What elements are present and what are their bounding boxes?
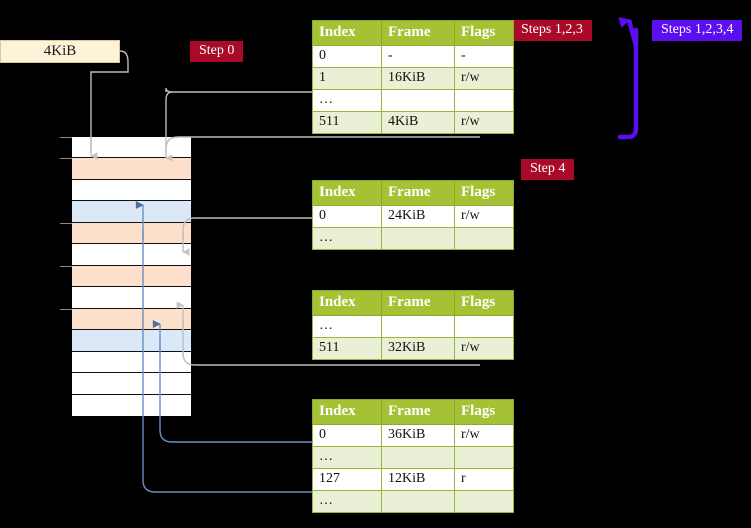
memory-tick-6: [60, 265, 72, 267]
memory-frame-5: [72, 244, 191, 266]
cell-index: 511: [312, 111, 382, 134]
cell-index: 0: [312, 205, 382, 228]
wire-steps-purple-arrow: [617, 17, 639, 140]
cell-frame: 36KiB: [381, 424, 455, 447]
column-header-index: Index: [312, 180, 382, 206]
cell-frame: [381, 490, 455, 513]
memory-frame-3: [72, 201, 191, 223]
cell-index: …: [312, 315, 382, 338]
cell-frame: [381, 446, 455, 469]
memory-frame-4: [60, 222, 191, 245]
column-header-flags: Flags: [454, 180, 514, 206]
cell-index: …: [312, 490, 382, 513]
column-header-index: Index: [312, 399, 382, 425]
memory-frame-8: [60, 308, 191, 331]
cell-flags: [454, 227, 514, 250]
cell-frame: 12KiB: [381, 468, 455, 491]
memory-frame-6: [60, 265, 191, 288]
cell-index: 511: [312, 337, 382, 360]
memory-tick-1: [60, 158, 72, 160]
table-row: …: [312, 446, 514, 469]
cell-flags: r: [454, 468, 514, 491]
memory-tick-8: [60, 308, 72, 310]
table-row: …: [312, 89, 514, 112]
wire-l4-to-memory: [165, 136, 480, 162]
cell-flags: r/w: [454, 205, 514, 228]
memory-frame-2: [72, 179, 191, 202]
memory-frame-12: [72, 394, 191, 416]
memory-frame-9: [72, 330, 191, 352]
cell-frame: 4KiB: [381, 111, 455, 134]
table-row: …: [312, 315, 514, 338]
column-header-frame: Frame: [381, 180, 455, 206]
cell-flags: [454, 89, 514, 112]
badge-step-4: Step 4: [521, 159, 575, 181]
badge-steps-123: Steps 1,2,3: [512, 20, 592, 42]
physical-memory-column: [60, 136, 192, 417]
column-header-index: Index: [312, 20, 382, 46]
cell-flags: [454, 446, 514, 469]
column-header-frame: Frame: [381, 20, 455, 46]
memory-tick-0: [60, 137, 72, 138]
cell-index: 1: [312, 67, 382, 90]
cell-index: 127: [312, 468, 382, 491]
cell-flags: r/w: [454, 337, 514, 360]
cell-frame: [381, 315, 455, 338]
page-size-box: 4KiB: [0, 40, 120, 63]
table-row: …: [312, 490, 514, 513]
table-row: 0--: [312, 45, 514, 68]
cell-frame: -: [381, 45, 455, 68]
memory-frame-10: [72, 351, 191, 374]
cell-frame: 32KiB: [381, 337, 455, 360]
cell-index: …: [312, 446, 382, 469]
cell-flags: r/w: [454, 424, 514, 447]
cell-frame: [381, 89, 455, 112]
column-header-flags: Flags: [454, 290, 514, 316]
column-header-flags: Flags: [454, 20, 514, 46]
column-header-index: Index: [312, 290, 382, 316]
cell-index: 0: [312, 424, 382, 447]
memory-frame-0: [60, 137, 191, 159]
memory-tick-4: [60, 222, 72, 224]
badge-step-0: Step 0: [190, 41, 244, 63]
cell-flags: [454, 490, 514, 513]
table-row: …: [312, 227, 514, 250]
cell-frame: 24KiB: [381, 205, 455, 228]
memory-frame-1: [60, 158, 191, 180]
cell-flags: r/w: [454, 67, 514, 90]
cell-index: …: [312, 227, 382, 250]
memory-frame-11: [72, 373, 191, 395]
column-header-frame: Frame: [381, 399, 455, 425]
cell-flags: [454, 315, 514, 338]
cell-index: 0: [312, 45, 382, 68]
page-size-label: 4KiB: [43, 43, 77, 59]
badge-steps-1234: Steps 1,2,3,4: [652, 20, 743, 42]
cell-index: …: [312, 89, 382, 112]
cell-flags: -: [454, 45, 514, 68]
column-header-flags: Flags: [454, 399, 514, 425]
cell-frame: [381, 227, 455, 250]
cell-flags: r/w: [454, 111, 514, 134]
column-header-frame: Frame: [381, 290, 455, 316]
memory-frame-7: [72, 287, 191, 309]
cell-frame: 16KiB: [381, 67, 455, 90]
